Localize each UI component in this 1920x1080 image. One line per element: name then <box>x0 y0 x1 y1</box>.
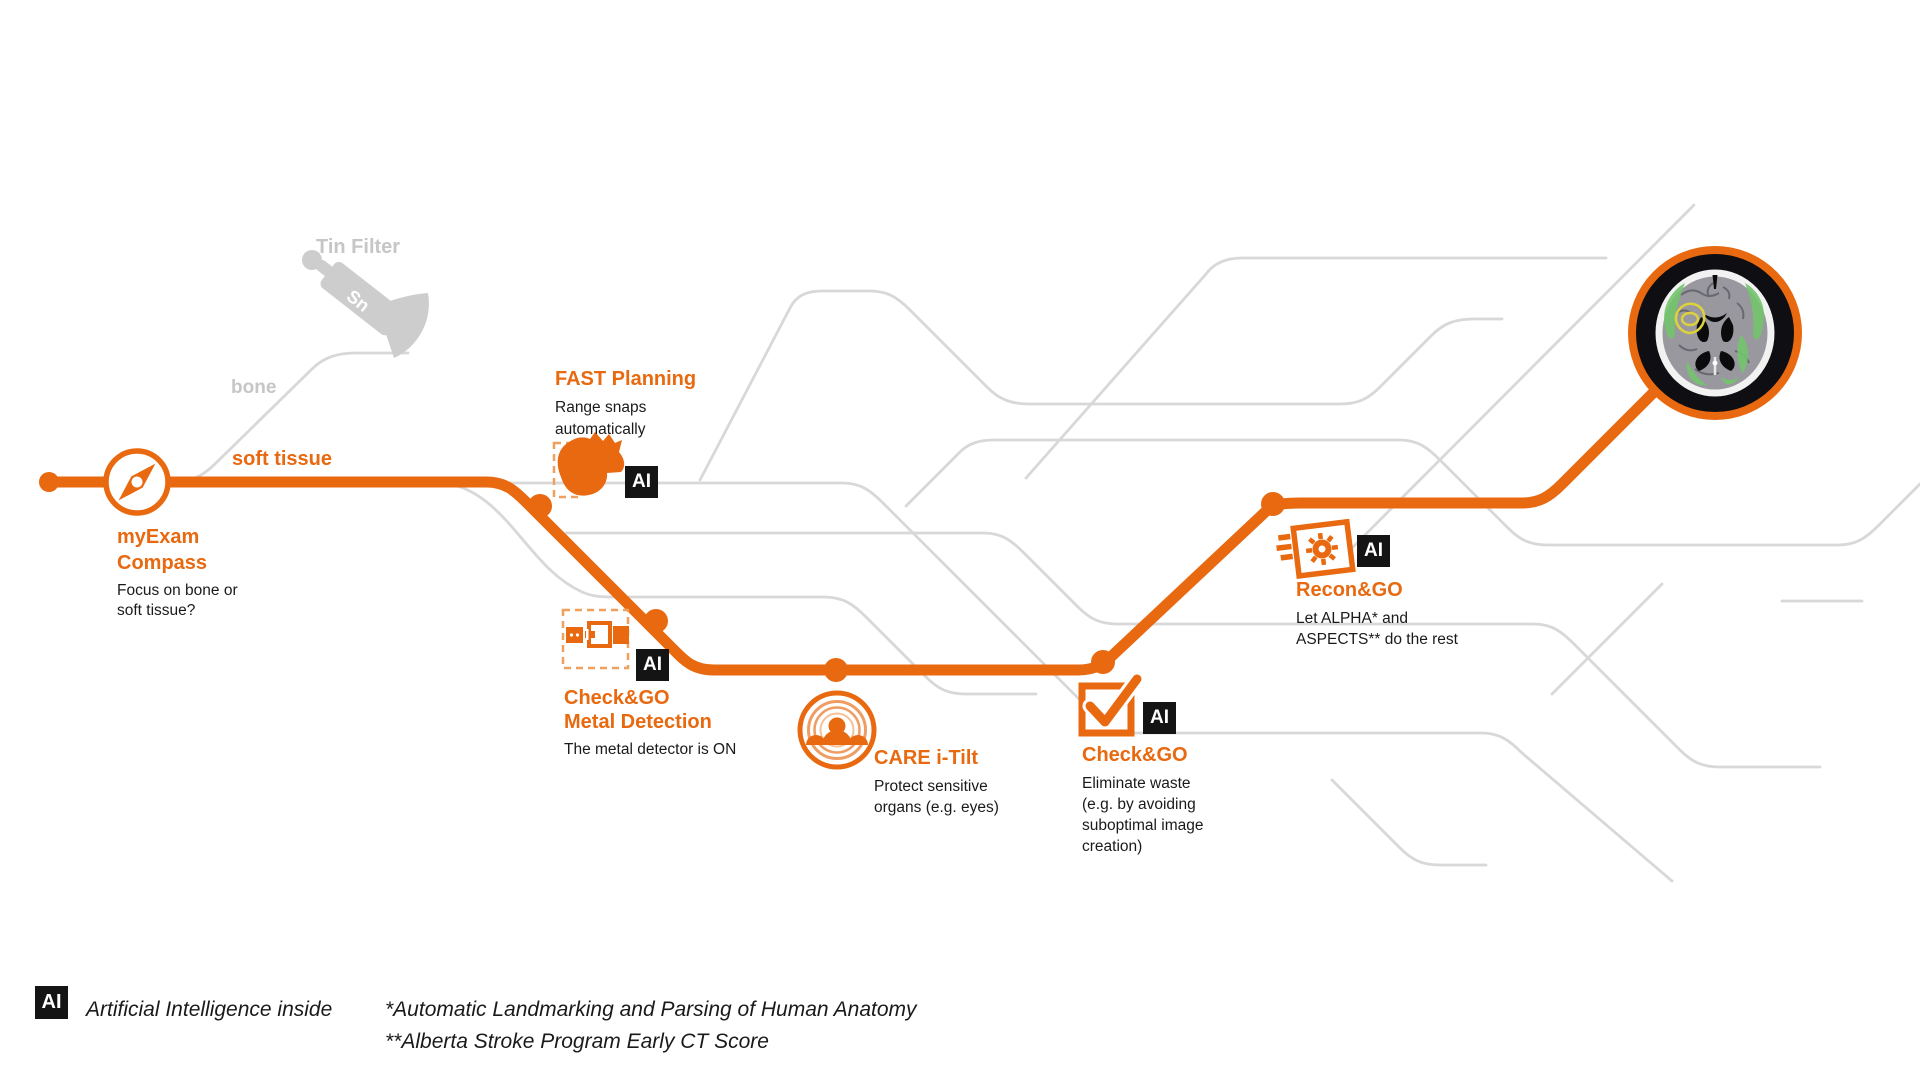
stop-recongo <box>1261 492 1285 516</box>
brain-ct-image <box>1628 246 1802 420</box>
care-i-tilt-icon <box>797 690 877 770</box>
ai-badge-metal-detection: AI <box>636 649 669 681</box>
station-desc: Eliminate waste (e.g. by avoiding subopt… <box>1082 775 1204 855</box>
track-upper-right <box>1024 256 1608 480</box>
station-desc: Range snaps automatically <box>555 399 647 438</box>
track-top-cluster <box>698 289 1504 482</box>
stop-fast-planning <box>528 494 552 518</box>
tin-filter-icon: Sn <box>302 250 429 358</box>
metal-detection-icon <box>561 608 630 670</box>
station-checkgo-metal-detection: Check&GO Metal Detection The metal detec… <box>564 686 794 760</box>
station-title: FAST Planning <box>555 368 697 390</box>
station-desc: Let ALPHA* and ASPECTS** do the rest <box>1296 610 1458 648</box>
compass-icon <box>103 448 171 516</box>
station-desc: The metal detector is ON <box>564 741 737 758</box>
ai-badge-fast-planning: AI <box>625 466 658 498</box>
stop-start <box>39 472 59 492</box>
legend-ai-text: Artificial Intelligence inside <box>86 998 333 1021</box>
recongo-icon <box>1276 518 1356 580</box>
ai-badge-recongo: AI <box>1357 535 1390 567</box>
legend-ai-badge: AI <box>35 986 68 1019</box>
track-mid-1 <box>564 531 1822 769</box>
station-title: Recon&GO <box>1296 579 1403 601</box>
station-title: Check&GO <box>1082 744 1188 766</box>
station-title: Check&GO Metal Detection <box>564 687 712 733</box>
fast-planning-icon <box>552 432 625 499</box>
soft-tissue-track-label: soft tissue <box>232 448 333 470</box>
station-care-i-tilt: CARE i-Tilt Protect sensitive organs (e.… <box>874 746 1006 818</box>
stop-metal-detection <box>644 609 668 633</box>
route-stops <box>39 472 1285 682</box>
station-checkgo: Check&GO Eliminate waste (e.g. by avoidi… <box>1082 743 1208 857</box>
tin-filter-label: Tin Filter <box>316 236 401 258</box>
station-desc: Protect sensitive organs (e.g. eyes) <box>874 778 999 816</box>
stop-checkgo <box>1091 650 1115 674</box>
station-title: CARE i-Tilt <box>874 747 979 769</box>
station-fast-planning: FAST Planning Range snaps automatically <box>555 367 696 441</box>
ai-badge-checkgo: AI <box>1143 702 1176 734</box>
track-mid-2 <box>448 482 1038 696</box>
station-title: myExam Compass <box>117 526 208 574</box>
track-x-branch <box>1550 582 1664 696</box>
bone-track-label: bone <box>231 377 277 398</box>
track-bottom-left <box>1330 778 1488 867</box>
station-myexam-compass: myExam Compass Focus on bone or soft tis… <box>117 524 249 621</box>
legend-footnote-aspects: **Alberta Stroke Program Early CT Score <box>385 1030 769 1053</box>
stop-care-i-tilt <box>824 658 848 682</box>
legend-footnote-alpha: *Automatic Landmarking and Parsing of Hu… <box>385 998 917 1021</box>
track-right-mid <box>904 438 1920 547</box>
checkgo-icon <box>1078 671 1145 737</box>
track-main-continuation <box>445 481 1674 883</box>
station-recongo: Recon&GO Let ALPHA* and ASPECTS** do the… <box>1296 578 1461 650</box>
station-desc: Focus on bone or soft tissue? <box>117 582 238 619</box>
